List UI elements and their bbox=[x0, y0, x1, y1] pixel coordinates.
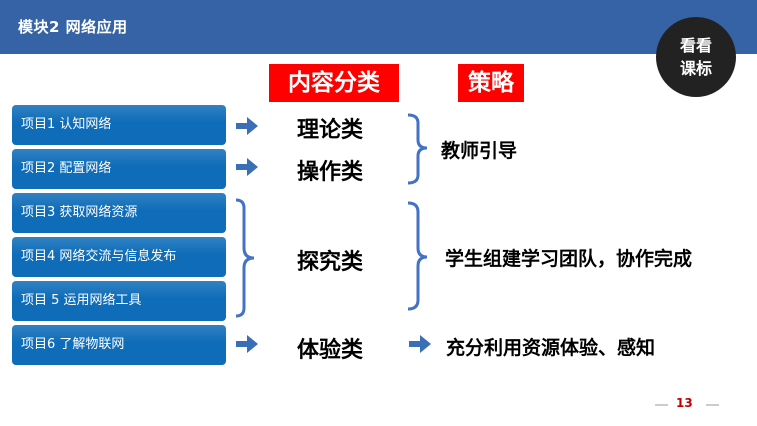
strategy-team-collaboration: 学生组建学习团队，协作完成 bbox=[445, 248, 693, 270]
right-brace-icon bbox=[407, 201, 428, 311]
project-item-3: 项目3 获取网络资源 bbox=[12, 193, 226, 233]
category-experience: 体验类 bbox=[297, 338, 364, 363]
arrow-right-icon bbox=[236, 117, 258, 135]
project-item-2: 项目2 配置网络 bbox=[12, 149, 226, 189]
category-inquiry: 探究类 bbox=[297, 250, 364, 275]
strategy-header: 策略 bbox=[458, 64, 524, 102]
arrow-right-icon bbox=[236, 335, 258, 353]
title-bar bbox=[0, 0, 757, 54]
arrow-right-icon bbox=[409, 335, 431, 353]
project-item-5: 项目 5 运用网络工具 bbox=[12, 281, 226, 321]
view-standards-button[interactable]: 看看 课标 bbox=[656, 17, 736, 97]
project-item-6: 项目6 了解物联网 bbox=[12, 325, 226, 365]
right-brace-icon bbox=[407, 113, 428, 185]
strategy-teacher-guidance: 教师引导 bbox=[441, 140, 518, 162]
category-theory: 理论类 bbox=[297, 118, 364, 143]
strategy-experience: 充分利用资源体验、感知 bbox=[446, 337, 656, 359]
project-item-1: 项目1 认知网络 bbox=[12, 105, 226, 145]
arrow-right-icon bbox=[236, 158, 258, 176]
category-operation: 操作类 bbox=[297, 160, 364, 185]
view-standards-label-line1: 看看 bbox=[679, 36, 712, 55]
content-category-header: 内容分类 bbox=[269, 64, 399, 102]
view-standards-label-line2: 课标 bbox=[679, 59, 712, 78]
left-bracket-icon bbox=[235, 198, 255, 318]
project-item-4: 项目4 网络交流与信息发布 bbox=[12, 237, 226, 277]
page-number: 13 bbox=[676, 396, 693, 410]
module-title: 模块2 网络应用 bbox=[18, 18, 128, 36]
